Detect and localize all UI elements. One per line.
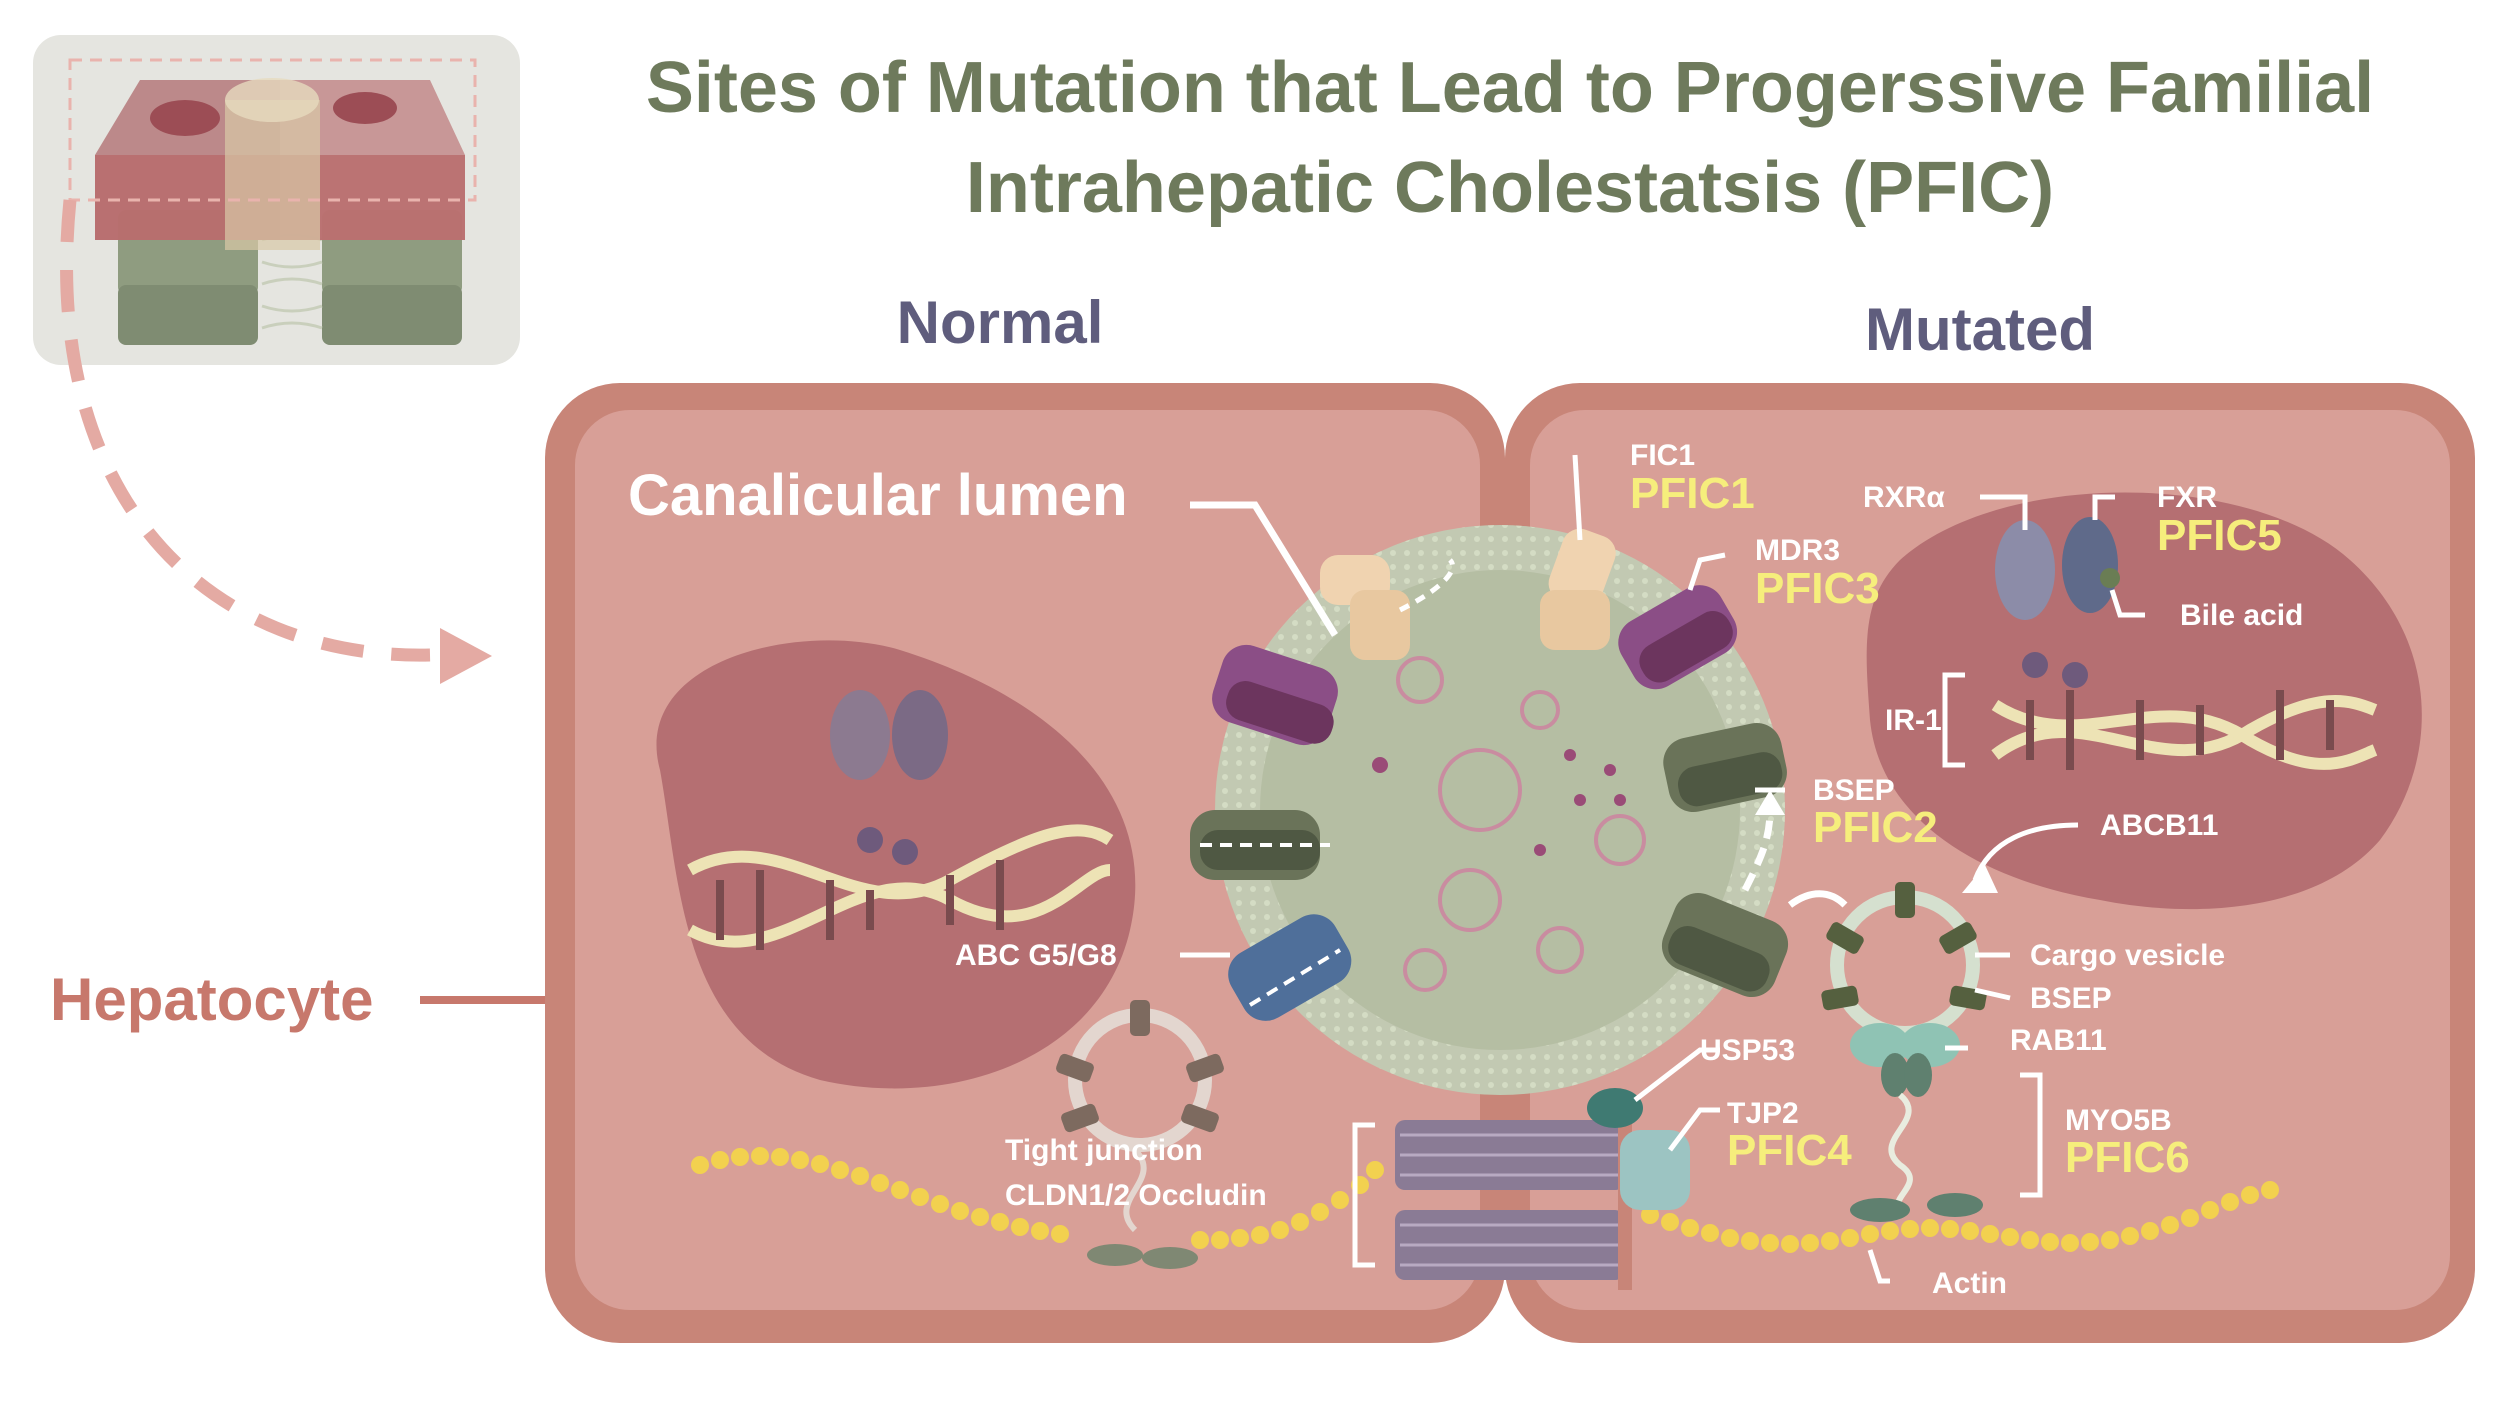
- tjp2-label: TJP2: [1727, 1097, 1799, 1130]
- abc-g5g8-transporter: [1190, 810, 1330, 880]
- fic1-label: FIC1: [1630, 439, 1695, 472]
- pfic5-label: PFIC5: [2157, 511, 2282, 560]
- mdr3-transporter-mutated: [1618, 585, 1738, 690]
- zoom-arrow: [60, 199, 492, 684]
- actin-label: Actin: [1932, 1267, 2007, 1300]
- bsep-transporter-lower: [1661, 892, 1789, 998]
- abc-g5g8-label: ABC G5/G8: [955, 939, 1117, 972]
- cargo-vesicle-label: Cargo vesicle: [2030, 939, 2225, 972]
- normal-heading: Normal: [896, 289, 1104, 356]
- ir1-label: IR-1: [1885, 704, 1942, 737]
- canalicular-lumen-label: Canalicular lumen: [628, 463, 1128, 528]
- title-line-2: Intrahepatic Cholestatsis (PFIC): [965, 148, 2055, 228]
- mdr3-label: MDR3: [1755, 534, 1840, 567]
- pfic2-label: PFIC2: [1813, 803, 1938, 852]
- normal-nucleus: [656, 640, 1136, 1089]
- rab11-label: RAB11: [2010, 1024, 2107, 1057]
- fic1-flippase-normal: [1320, 555, 1455, 660]
- tight-junction-proteins: [1395, 1110, 1632, 1290]
- liver-tissue-thumbnail: [33, 35, 520, 365]
- rxra-label: RXRα: [1863, 481, 1945, 514]
- label-leaders: [1180, 454, 2145, 1284]
- usp53-protein: [1587, 1088, 1643, 1128]
- mutated-nucleus: [1866, 492, 2422, 910]
- fic1-flippase-mutated: [1540, 528, 1616, 650]
- usp53-label: USP53: [1700, 1034, 1795, 1067]
- fxr-label: FXR: [2157, 481, 2217, 514]
- tjp2-protein: [1620, 1130, 1690, 1210]
- mdr3-transporter-normal: [1212, 644, 1338, 746]
- pfic6-label: PFIC6: [2065, 1133, 2190, 1182]
- myo5b-label: MYO5B: [2065, 1104, 2172, 1137]
- bsep-vesicle-label: BSEP: [2030, 982, 2112, 1015]
- title-line-1: Sites of Mutation that Lead to Progerssi…: [645, 48, 2375, 128]
- actin-filament: [691, 1147, 2279, 1253]
- cargo-vesicle-normal: [1056, 1000, 1224, 1269]
- pfic1-label: PFIC1: [1630, 469, 1755, 518]
- pfic3-label: PFIC3: [1755, 564, 1880, 613]
- abcb-transporter-blue: [1228, 914, 1352, 1021]
- tight-junction-label: Tight junction: [1005, 1134, 1203, 1167]
- diagram-title: Sites of Mutation that Lead to Progerssi…: [560, 38, 2460, 238]
- abcb11-label: ABCB11: [2100, 809, 2218, 842]
- pfic4-label: PFIC4: [1727, 1126, 1852, 1175]
- cargo-vesicle: [1821, 882, 1987, 1222]
- cldn-occludin-label: CLDN1/2 Occludin: [1005, 1179, 1267, 1212]
- vesicle-delivery-arrow: [1787, 890, 1848, 908]
- bsep-label: BSEP: [1813, 774, 1895, 807]
- hepatocyte-label: Hepatocyte: [50, 966, 374, 1033]
- bsep-recycling-arrow: [1741, 809, 1774, 892]
- mutated-heading: Mutated: [1865, 296, 2095, 363]
- bile-acid-label: Bile acid: [2180, 599, 2303, 632]
